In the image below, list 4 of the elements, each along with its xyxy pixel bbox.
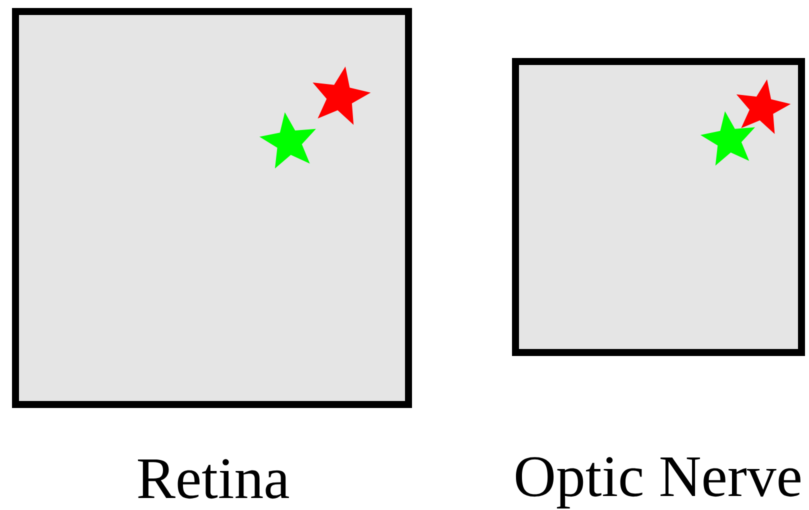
- panel-box: Retina: [12, 8, 412, 499]
- panel-box: Optic Nerve: [512, 58, 805, 508]
- node-label: Optic Nerve: [516, 457, 800, 509]
- node-label: Retina: [138, 459, 289, 499]
